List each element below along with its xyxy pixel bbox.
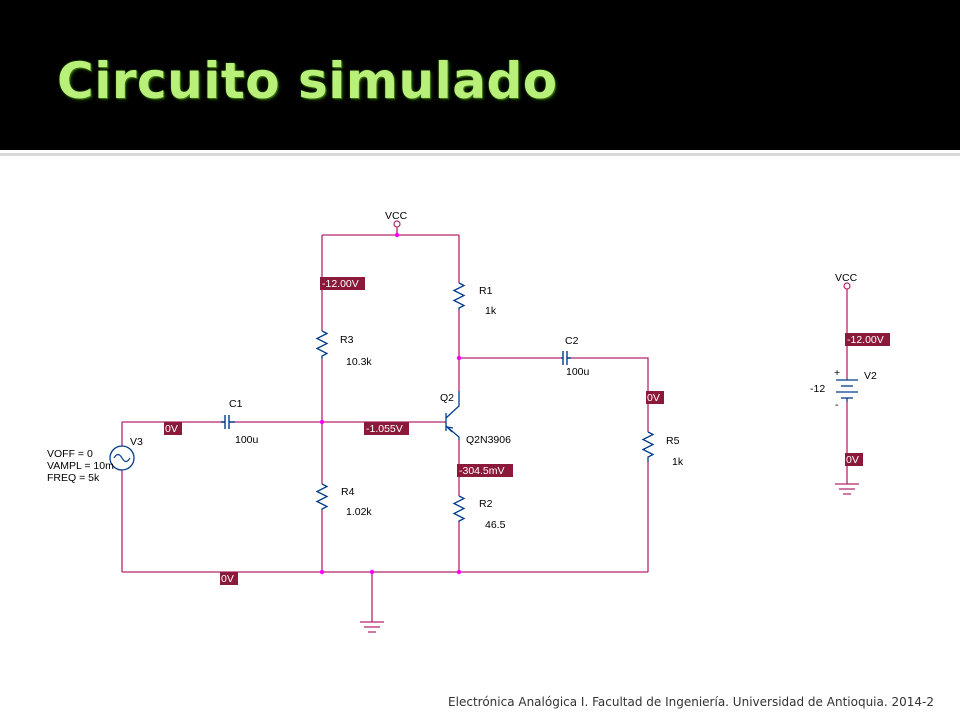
source-v2-symbol [836,379,858,402]
slide-title: Circuito simulado [57,52,558,110]
voltage-flag-base: -1.055V [366,423,403,435]
voltage-flag-emitter: -304.5mV [459,465,505,477]
v2-name: V2 [864,370,877,382]
vcc-terminal-icon [393,220,401,228]
resistor-r1-symbol [452,282,466,310]
r4-value: 1.02k [346,506,372,518]
resistor-r5-symbol [641,431,655,462]
v3-vampl: VAMPL = 10m [47,460,114,472]
resistor-r3-symbol [315,330,329,359]
resistor-r2-symbol [452,495,466,522]
transistor-q2-symbol [445,391,460,440]
ground-icon [835,483,859,495]
resistor-r4-symbol [315,483,329,510]
voltage-flag-right-vcc: -12.00V [847,334,884,346]
v3-voff: VOFF = 0 [47,448,93,460]
q2-name: Q2 [440,392,454,404]
capacitors [221,351,571,429]
r2-value: 46.5 [485,519,506,531]
slide-footer: Electrónica Analógica I. Facultad de Ing… [448,695,934,709]
r5-value: 1k [672,456,684,468]
capacitor-c1-symbol [221,415,235,429]
r2-name: R2 [479,498,493,510]
ground-icon [360,621,384,633]
voltage-flag-right-ground: 0V [846,454,859,466]
title-bar [0,0,960,150]
r3-value: 10.3k [346,356,372,368]
r1-name: R1 [479,285,493,297]
voltage-flag-output: 0V [647,392,660,404]
title-underline [0,153,960,156]
capacitor-c2-symbol [561,351,571,365]
c1-value: 100u [235,434,259,446]
v2-minus: - [835,399,839,411]
vcc-label-main: VCC [385,210,408,222]
q2-model: Q2N3906 [466,434,511,446]
resistors [315,282,655,522]
c1-name: C1 [229,398,243,410]
voltage-flag-input: 0V [165,423,178,435]
voltage-flag-top-left: -12.00V [322,278,359,290]
v2-value: -12 [810,383,825,395]
vcc-terminal-icon [843,282,851,290]
ground-symbols [360,483,859,633]
vcc-terminals [393,220,851,290]
component-labels: VCC VCC R1 1k R3 10.3k C2 100u Q2 Q2N390… [47,210,877,531]
r4-name: R4 [341,486,355,498]
v3-name: V3 [130,436,143,448]
vcc-label-right: VCC [835,272,858,284]
v3-freq: FREQ = 5k [47,472,100,484]
source-v3-symbol [109,445,135,471]
voltage-flag-ground: 0V [221,573,234,585]
voltage-flags: -12.00V -12.00V 0V -1.055V -304.5mV 0V 0… [164,277,890,585]
c2-value: 100u [566,366,590,378]
v2-plus: + [834,367,840,379]
r3-name: R3 [340,334,354,346]
c2-name: C2 [565,335,579,347]
r5-name: R5 [666,435,680,447]
junction-nodes [319,232,462,575]
r1-value: 1k [485,305,497,317]
